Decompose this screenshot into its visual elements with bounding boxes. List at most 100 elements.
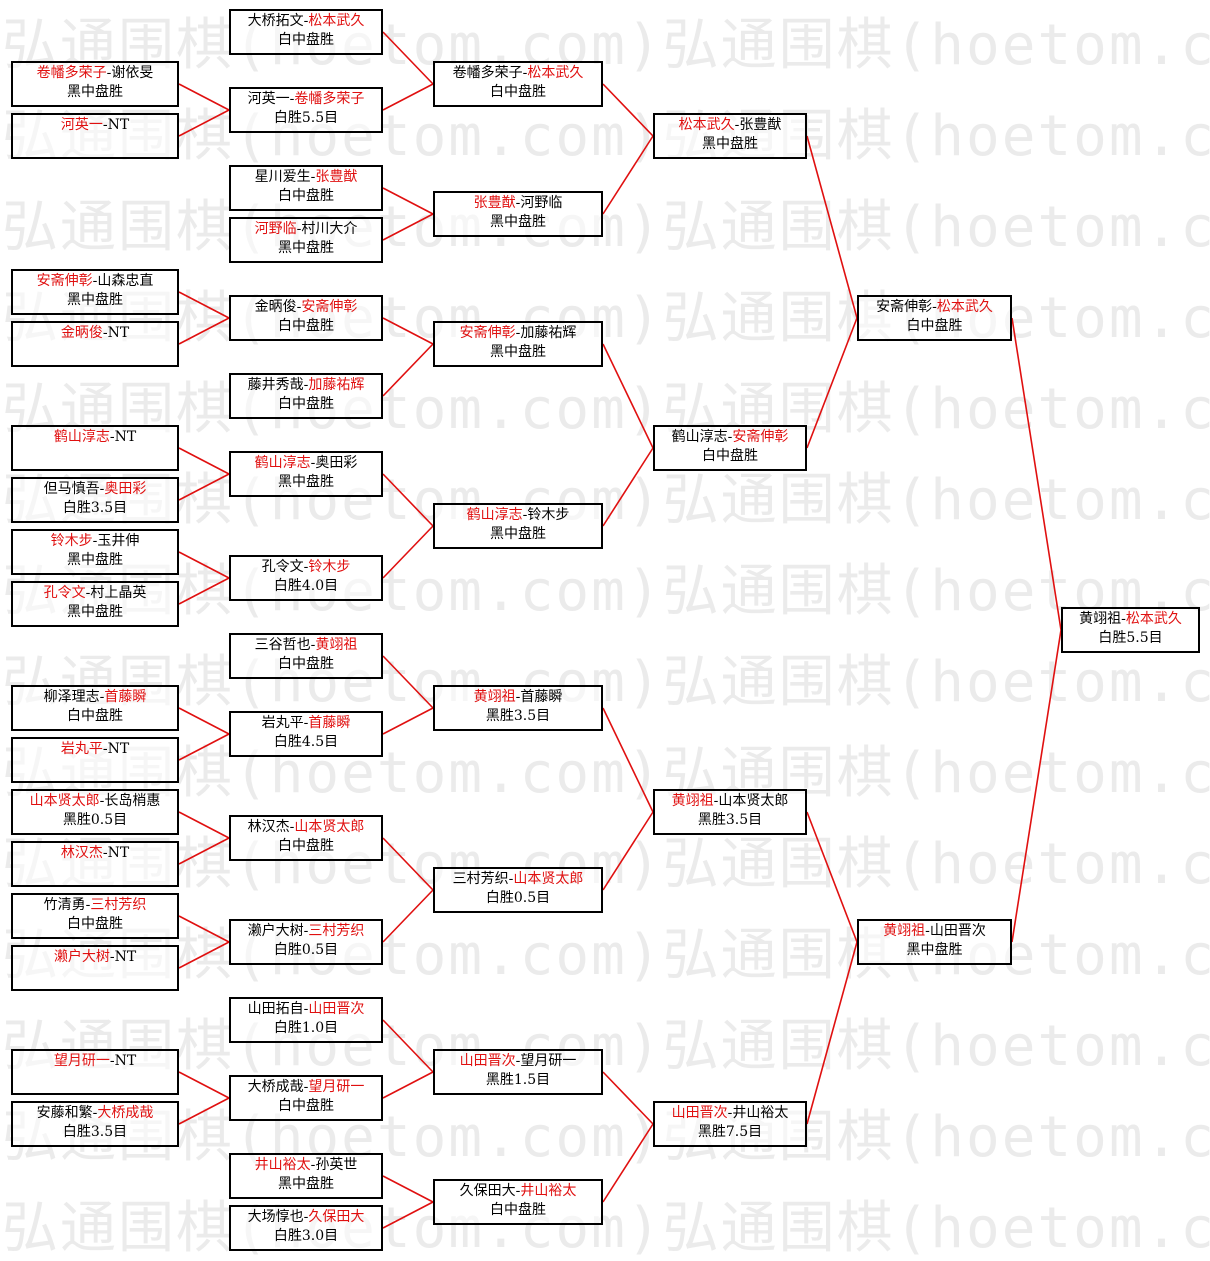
player-2-name: 久保田大 — [308, 1209, 365, 1225]
match-result: 白胜3.0目 — [273, 1228, 339, 1244]
player-1-name: 井山裕太 — [254, 1157, 311, 1173]
match-box-r2-9: 三谷哲也-黄翊祖白中盘胜 — [229, 633, 383, 679]
match-box-r2-10: 岩丸平-首藤瞬白胜4.5目 — [229, 711, 383, 757]
connector-line — [382, 889, 434, 943]
match-result: 黑中盘胜 — [278, 474, 334, 490]
match-result: 白胜5.5目 — [1098, 630, 1163, 646]
match-players: 河英一-卷幡多荣子 — [247, 91, 365, 107]
connector-line — [1011, 629, 1062, 943]
player-2-name: 首藤瞬 — [308, 715, 351, 731]
player-2-name: 首藤瞬 — [520, 689, 563, 705]
player-1-name: 竹清勇 — [43, 897, 86, 913]
match-box-r1-3: 安斋伸彰-山森忠直黑中盘胜 — [11, 269, 179, 315]
player-1-name: 松本武久 — [678, 117, 735, 133]
match-players: 山田拓自-山田晋次 — [247, 1001, 365, 1017]
match-box-r3-2: 张豊猷-河野临黑中盘胜 — [433, 191, 603, 237]
match-box-r3-3: 安斋伸彰-加藤祐辉黑中盘胜 — [433, 321, 603, 367]
match-players: 孔令文-村上晶英 — [43, 585, 147, 601]
player-2-name: 村上晶英 — [90, 585, 147, 601]
player-1-name: 孔令文 — [261, 559, 304, 575]
match-players: 岩丸平-首藤瞬 — [261, 715, 351, 731]
connector-line — [382, 1019, 434, 1073]
player-2-name: 山田晋次 — [308, 1001, 365, 1017]
player-1-name: 金昞俊 — [254, 299, 297, 315]
player-2-name: 首藤瞬 — [104, 689, 147, 705]
match-box-r1-8: 孔令文-村上晶英黑中盘胜 — [11, 581, 179, 627]
connector-line — [178, 733, 230, 761]
connector-line — [178, 577, 230, 605]
match-result: 黑中盘胜 — [278, 240, 334, 256]
match-result: 黑中盘胜 — [67, 292, 123, 308]
connector-line — [382, 655, 434, 709]
player-1-name: 久保田大 — [459, 1183, 516, 1199]
match-players: 河英一-NT — [60, 117, 130, 133]
connector-line — [178, 811, 230, 839]
connector-line — [602, 83, 654, 137]
match-box-r1-14: 濑户大树-NT — [11, 945, 179, 991]
connector-line — [602, 811, 654, 891]
match-result: 白中盘胜 — [278, 318, 334, 334]
player-1-name: 鹤山淳志 — [466, 507, 523, 523]
match-players: 松本武久-张豊猷 — [678, 117, 782, 133]
match-players: 星川爱生-张豊猷 — [254, 169, 358, 185]
match-players: 三村芳织-山本贤太郎 — [452, 871, 584, 887]
player-1-name: 黄翊祖 — [473, 689, 516, 705]
match-result: 白中盘胜 — [906, 318, 963, 334]
match-box-r3-8: 久保田大-井山裕太白中盘胜 — [433, 1179, 603, 1225]
match-result: 黑中盘胜 — [67, 552, 123, 568]
player-2-name: 望月研一 — [520, 1053, 577, 1069]
connector-line — [178, 447, 230, 475]
match-result: 白中盘胜 — [278, 188, 334, 204]
match-result: 黑胜0.5目 — [62, 812, 128, 828]
match-players: 大桥拓文-松本武久 — [247, 13, 365, 29]
player-1-name: 山田拓自 — [247, 1001, 304, 1017]
connector-line — [178, 707, 230, 735]
player-2-name: 奥田彩 — [315, 455, 358, 471]
player-2-name: 松本武久 — [527, 65, 584, 81]
player-2-name: 加藤祐辉 — [308, 377, 365, 393]
player-2-name: 长岛梢惠 — [104, 793, 161, 809]
match-box-r2-1: 大桥拓文-松本武久白中盘胜 — [229, 9, 383, 55]
player-1-name: 鹤山淳志 — [254, 455, 311, 471]
match-result: 黑中盘胜 — [490, 526, 546, 542]
connector-line — [806, 811, 858, 943]
match-box-r4-1: 松本武久-张豊猷黑中盘胜 — [653, 113, 807, 159]
player-2-name: 黄翊祖 — [315, 637, 358, 653]
connector-line — [178, 83, 230, 111]
match-box-r4-4: 山田晋次-井山裕太黑胜7.5目 — [653, 1101, 807, 1147]
player-1-name: 山本贤太郎 — [29, 793, 100, 809]
player-1-name: 柳泽理志 — [43, 689, 100, 705]
match-box-r2-15: 井山裕太-孙英世黑中盘胜 — [229, 1153, 383, 1199]
player-1-name: 孔令文 — [43, 585, 86, 601]
match-players: 鹤山淳志-奥田彩 — [254, 455, 358, 471]
match-players: 黄翊祖-山田晋次 — [883, 923, 986, 939]
player-1-name: 河英一 — [60, 117, 103, 133]
player-1-name: 金昞俊 — [60, 325, 103, 341]
match-players: 柳泽理志-首藤瞬 — [43, 689, 147, 705]
player-2-name: NT — [107, 117, 130, 133]
match-result: 白胜3.5目 — [62, 1124, 128, 1140]
player-2-name: 孙英世 — [315, 1157, 358, 1173]
match-players: 卷幡多荣子-谢依旻 — [36, 65, 154, 81]
match-result: 白中盘胜 — [278, 1098, 334, 1114]
player-2-name: 安斋伸彰 — [732, 429, 789, 445]
match-box-r2-13: 山田拓自-山田晋次白胜1.0目 — [229, 997, 383, 1043]
player-1-name: 林汉杰 — [60, 845, 103, 861]
match-players: 卷幡多荣子-松本武久 — [452, 65, 584, 81]
match-players: 河野临-村川大介 — [254, 221, 358, 237]
match-box-r1-6: 但马慎吾-奥田彩白胜3.5目 — [11, 477, 179, 523]
match-box-r5-1: 安斋伸彰-松本武久白中盘胜 — [857, 295, 1012, 341]
player-2-name: 张豊猷 — [739, 117, 782, 133]
player-1-name: 鹤山淳志 — [671, 429, 728, 445]
match-players: 鹤山淳志-铃木步 — [466, 507, 570, 523]
match-result: 黑中盘胜 — [67, 84, 123, 100]
player-1-name: 大场惇也 — [247, 1209, 304, 1225]
match-players: 安斋伸彰-山森忠直 — [36, 273, 154, 289]
match-players: 望月研一-NT — [53, 1053, 137, 1069]
player-1-name: 大桥成哉 — [247, 1079, 304, 1095]
match-result: 黑中盘胜 — [490, 214, 546, 230]
connector-line — [602, 343, 654, 449]
match-box-r3-5: 黄翊祖-首藤瞬黑胜3.5目 — [433, 685, 603, 731]
match-players: 山本贤太郎-长岛梢惠 — [29, 793, 161, 809]
